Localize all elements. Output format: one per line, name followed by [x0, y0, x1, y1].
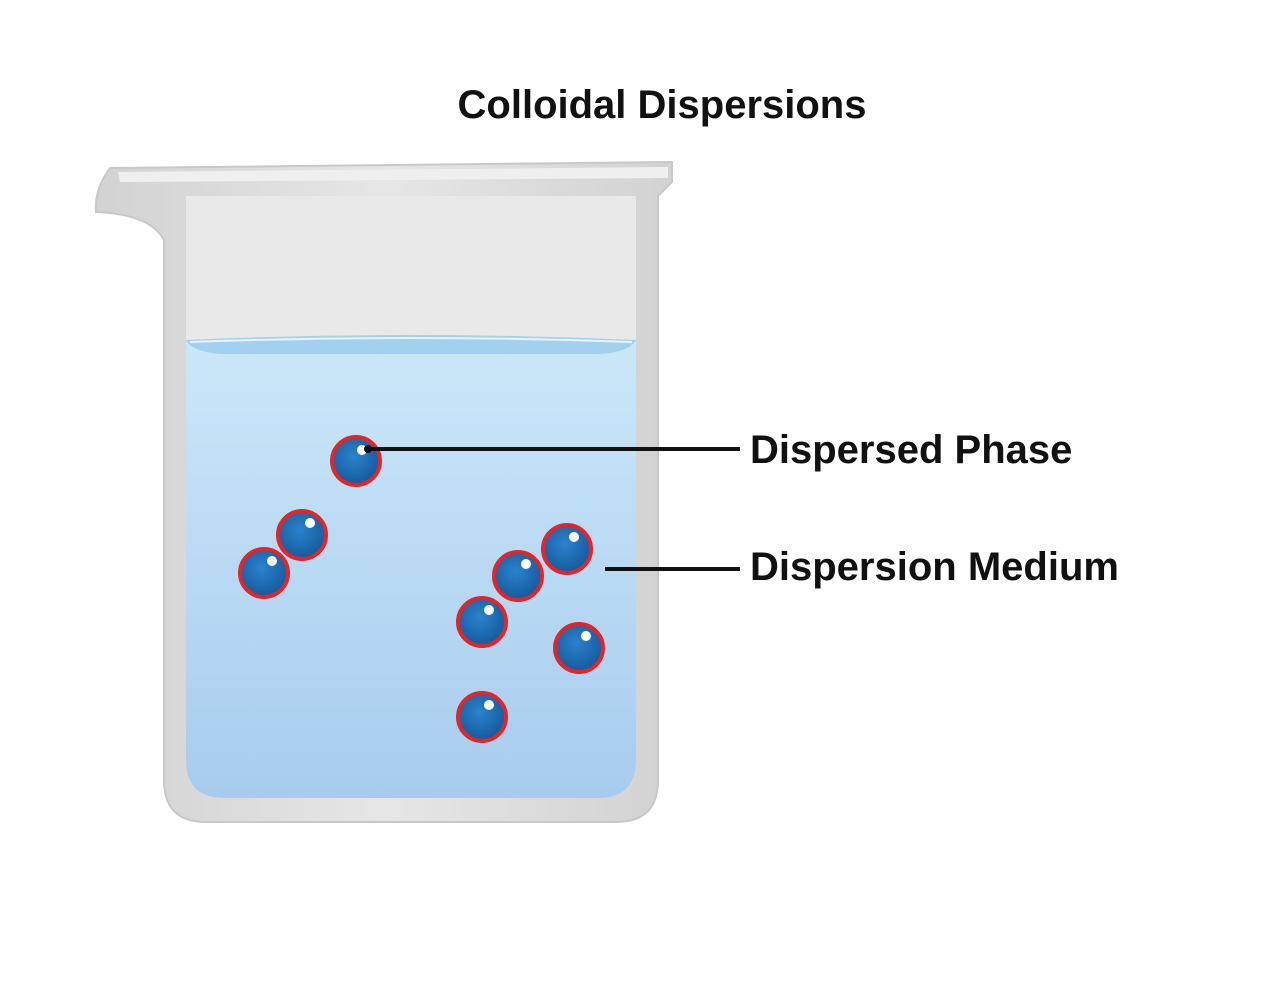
particle: [456, 691, 508, 743]
particle: [238, 547, 290, 599]
particle: [276, 509, 328, 561]
beaker: [94, 160, 673, 823]
particle: [553, 622, 605, 674]
particle: [492, 550, 544, 602]
dispersed-phase-leader-dot: [364, 445, 372, 453]
dispersion-medium-label: Dispersion Medium: [750, 545, 1119, 589]
particle: [330, 435, 382, 487]
diagram-title: Colloidal Dispersions: [458, 83, 867, 127]
particle: [541, 523, 593, 575]
dispersed-phase-label: Dispersed Phase: [750, 428, 1072, 472]
beaker-rim-highlight: [118, 167, 668, 182]
particle: [456, 596, 508, 648]
liquid-surface-line: [189, 337, 633, 343]
